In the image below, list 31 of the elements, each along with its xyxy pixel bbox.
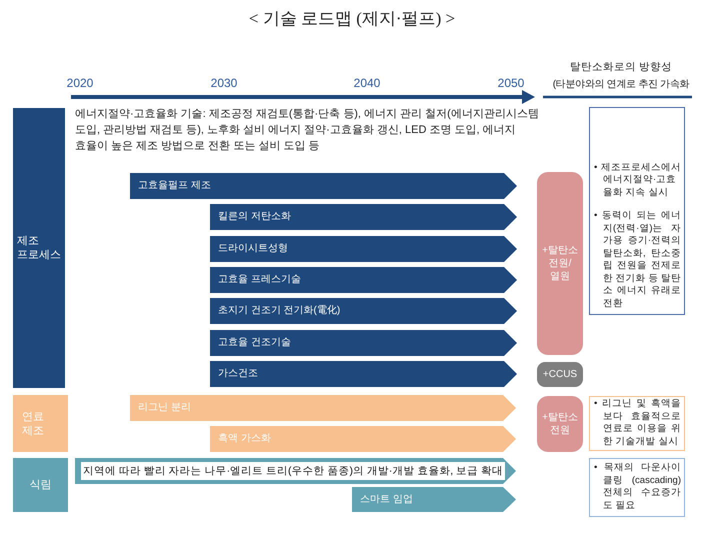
bullet-text: • 동력이 되는 에너지(전력·열)는 자가용 증기·전력의 탈탄소화, 탄소중립 전원을 전제로 한 전기화 등 탈탄소 에너지 유래로 전환 [594,210,681,310]
year-label: 2050 [498,76,524,90]
year-label: 2030 [210,76,238,90]
bullet-text: • 제조프로세스에서 에너지절약·고효율화 지속 실시 [594,162,681,199]
arrow-bar: 초지기 건조기 전기화(電化) [210,298,517,324]
arrow-bar: 흑액 가스화 [210,426,516,452]
arrow-bar: 고효율 프레스기술 [210,267,517,293]
arrow-bar: 가스건조 [210,361,517,387]
arrow-bar: 드라이시트성형 [210,236,517,262]
text-box: 지역에 따라 빨리 자라는 나무·엘리트 트리(우수한 품종)의 개발·개발 효율화, 보급 확대 [81,462,505,480]
arrow-bar [75,458,516,484]
column-heading: 탈탄소화로의 방향성 [570,60,672,74]
arrow-bar: 킬른의 저탄소화 [210,204,517,230]
title: < 기술 로드맵 (제지·펄프) > [248,8,456,30]
rounded-box: +탈탄소 전원/ 열원 [537,172,583,355]
bullet-text: • 리그닌 및 흑액을 보다 효율적으로 연료로 이용을 위한 기술개발 실시 [594,398,681,448]
arrow-bar: 리그닌 분리 [130,395,516,421]
arrow-bar: 스마트 임업 [352,487,516,512]
arrow-bar: 고효율펄프 제조 [130,173,517,199]
note-box [589,107,685,315]
arrow-bar: 고효율 건조기술 [210,330,517,356]
column-heading: (타분야와의 연계로 추진 가속화 [552,78,690,91]
year-label: 2040 [354,76,380,90]
category-band: 연료 제조 [13,395,68,452]
description-text: 에너지절약·고효율화 기술: 제조공정 재검토(통합·단축 등), 에너지 관리 철저(에너지관리시스템 도입, 관리방법 재검토 등), 노후화 설비 에너지 절약·고효율화 갱신, LED 조명 도입, 에너지 효율이 높은 제조 방법으로 전환 또는 설비 도입 등 [75,107,540,154]
category-band: 식림 [13,458,68,512]
category-band: 제조 프로세스 [13,108,65,388]
rounded-box: +CCUS [537,362,583,387]
bullet-text: • 목재의 다운사이클링 (cascading) 전체의 수요증가도 필요 [594,462,681,512]
rounded-box: +탈탄소 전원 [537,396,583,452]
year-label: 2020 [66,76,94,90]
